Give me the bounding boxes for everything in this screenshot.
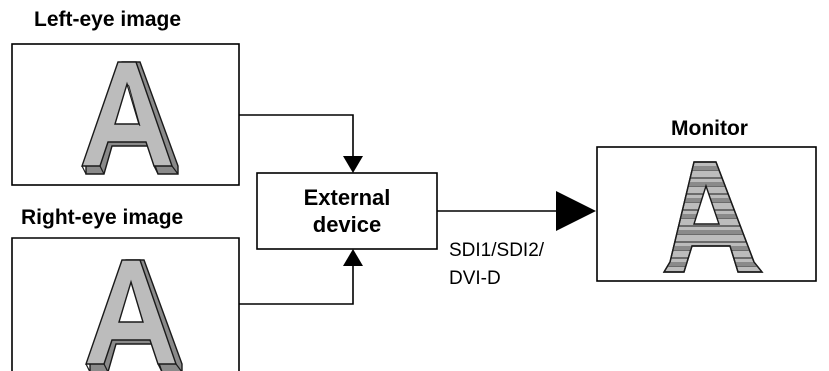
- right-eye-connector: [239, 264, 354, 305]
- external-device-label: External device: [257, 173, 437, 249]
- left-eye-image-label: Left-eye image: [34, 8, 182, 31]
- external-device-label-line1: External: [303, 185, 391, 210]
- left-eye-connector: [239, 114, 354, 158]
- monitor-label: Monitor: [671, 117, 748, 140]
- external-device-box: [256, 172, 438, 250]
- left-eye-arrowhead: [343, 156, 363, 173]
- right-eye-letter-icon: [85, 259, 183, 371]
- connection-type-label-line2: DVI-D: [449, 268, 501, 289]
- connection-type-label-line1: SDI1/SDI2/: [449, 240, 545, 261]
- right-eye-arrowhead: [343, 249, 363, 266]
- left-eye-letter-icon: [81, 61, 179, 175]
- right-eye-image-label: Right-eye image: [21, 206, 184, 229]
- device-to-monitor-arrowhead: [556, 191, 596, 231]
- external-device-label-line2: device: [312, 212, 382, 237]
